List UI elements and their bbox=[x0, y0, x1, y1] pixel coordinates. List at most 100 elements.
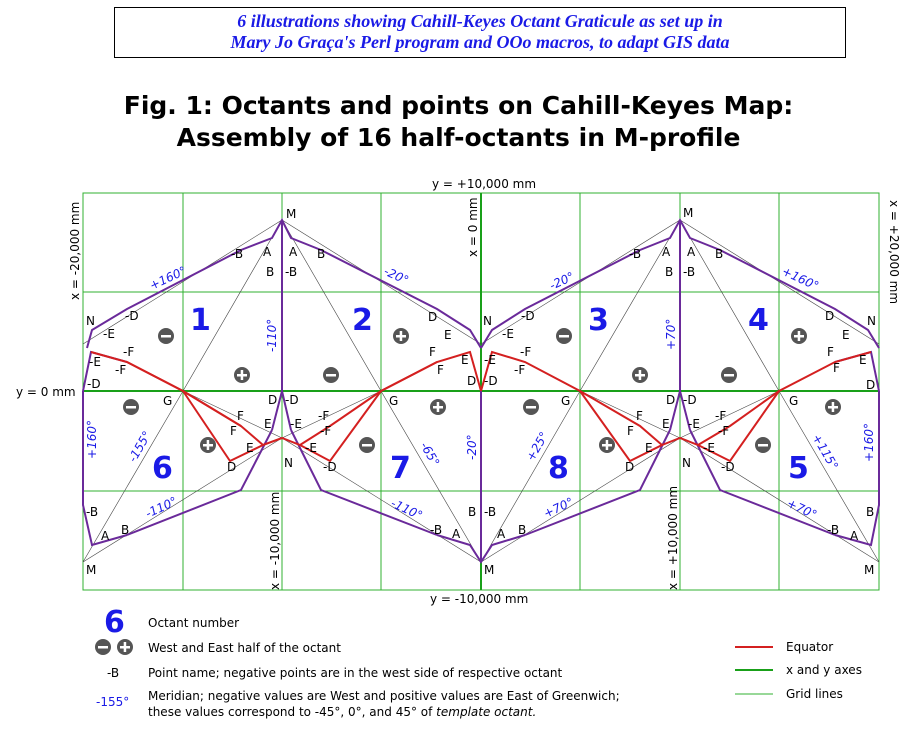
octant-number-7: 7 bbox=[390, 451, 411, 486]
west-half-icon bbox=[755, 437, 771, 453]
west-half-icon bbox=[158, 328, 174, 344]
meridian-label: +160° bbox=[85, 420, 99, 459]
point-label: -B bbox=[86, 505, 98, 519]
point-label: E bbox=[461, 353, 469, 367]
point-label: -D bbox=[683, 393, 697, 407]
point-label: -D bbox=[285, 393, 299, 407]
point-label: -D bbox=[484, 374, 498, 388]
axis-label-y-zero: y = 0 mm bbox=[16, 385, 76, 399]
meridian-label: +115° bbox=[809, 432, 841, 473]
point-label: A bbox=[687, 245, 696, 259]
point-label: M bbox=[286, 207, 296, 221]
point-labels: M M M M M N N N N N G G G G -B A A B B -… bbox=[86, 206, 876, 577]
point-label: -E bbox=[484, 353, 496, 367]
point-label: -F bbox=[514, 363, 525, 377]
axis-label-bottom: y = -10,000 mm bbox=[430, 592, 528, 606]
point-label: -B bbox=[629, 247, 641, 261]
point-label: B bbox=[715, 247, 723, 261]
point-label: E bbox=[662, 417, 670, 431]
point-label: -F bbox=[718, 424, 729, 438]
point-label: -B bbox=[430, 523, 442, 537]
east-half-icon bbox=[430, 399, 446, 415]
east-half-icon bbox=[825, 399, 841, 415]
point-label: -D bbox=[125, 309, 139, 323]
point-label: N bbox=[867, 314, 876, 328]
octant-number-1: 1 bbox=[190, 303, 211, 338]
point-label: -B bbox=[484, 505, 496, 519]
point-label: -E bbox=[89, 355, 101, 369]
point-label: B bbox=[665, 265, 673, 279]
point-label: -E bbox=[305, 441, 317, 455]
axis-label-top: y = +10,000 mm bbox=[432, 177, 536, 191]
axis-label-right: x = +20,000 mm bbox=[887, 200, 901, 304]
legend-axes-text: x and y axes bbox=[786, 663, 862, 677]
east-half-icon bbox=[632, 367, 648, 383]
point-label: D bbox=[866, 378, 875, 392]
west-half-icon bbox=[123, 399, 139, 415]
point-label: E bbox=[444, 328, 452, 342]
point-label: -E bbox=[688, 417, 700, 431]
point-label: G bbox=[561, 394, 570, 408]
point-label: F bbox=[437, 363, 444, 377]
point-label: -F bbox=[123, 345, 134, 359]
point-label: A bbox=[289, 245, 298, 259]
figure-title: Fig. 1: Octants and points on Cahill-Key… bbox=[0, 90, 917, 154]
legend-equator-text: Equator bbox=[786, 640, 833, 654]
point-label: B bbox=[317, 247, 325, 261]
banner-line-1: 6 illustrations showing Cahill-Keyes Oct… bbox=[237, 11, 723, 31]
axis-labels: y = +10,000 mm y = -10,000 mm y = 0 mm x… bbox=[16, 177, 901, 606]
point-label: E bbox=[264, 417, 272, 431]
octant-number-4: 4 bbox=[748, 303, 769, 338]
point-label: E bbox=[842, 328, 850, 342]
point-label: F bbox=[237, 409, 244, 423]
point-label: B bbox=[518, 523, 526, 537]
half-markers bbox=[123, 328, 841, 453]
east-half-icon bbox=[599, 437, 615, 453]
equator-lines bbox=[90, 350, 872, 463]
point-label: M bbox=[86, 563, 96, 577]
point-label: A bbox=[850, 529, 859, 543]
point-label: E bbox=[859, 353, 867, 367]
point-label: -D bbox=[721, 460, 735, 474]
point-label: D bbox=[467, 374, 476, 388]
point-label: -E bbox=[502, 327, 514, 341]
point-label: F bbox=[827, 345, 834, 359]
west-half-icon bbox=[359, 437, 375, 453]
point-label: -E bbox=[103, 327, 115, 341]
legend: 6 Octant number West and East half of th… bbox=[95, 605, 862, 719]
point-label: F bbox=[230, 424, 237, 438]
point-label: A bbox=[662, 245, 671, 259]
point-label: A bbox=[452, 527, 461, 541]
axis-label-lower-right: x = +10,000 mm bbox=[666, 486, 680, 590]
point-label: N bbox=[284, 456, 293, 470]
octant-number-3: 3 bbox=[588, 303, 609, 338]
point-label: F bbox=[833, 361, 840, 375]
point-label: -D bbox=[521, 309, 535, 323]
header-banner: 6 illustrations showing Cahill-Keyes Oct… bbox=[114, 7, 846, 58]
point-label: M bbox=[683, 206, 693, 220]
meridian-label: +160° bbox=[780, 264, 821, 293]
point-label: E bbox=[246, 441, 254, 455]
point-label: -D bbox=[87, 377, 101, 391]
east-half-icon bbox=[791, 328, 807, 344]
figure-title-line-1: Fig. 1: Octants and points on Cahill-Key… bbox=[123, 91, 794, 120]
east-half-icon bbox=[234, 367, 250, 383]
point-label: D bbox=[825, 309, 834, 323]
west-half-icon bbox=[523, 399, 539, 415]
meridian-label: -20° bbox=[465, 434, 479, 460]
construction-lines bbox=[82, 219, 880, 563]
axis-label-lower-left: x = -10,000 mm bbox=[268, 492, 282, 590]
point-label: M bbox=[864, 563, 874, 577]
banner-line-2: Mary Jo Graça's Perl program and OOo mac… bbox=[230, 32, 730, 52]
point-label: N bbox=[682, 456, 691, 470]
point-label: -F bbox=[115, 363, 126, 377]
point-label: N bbox=[86, 314, 95, 328]
point-label: F bbox=[627, 424, 634, 438]
point-label: -F bbox=[320, 424, 331, 438]
point-label: -B bbox=[285, 265, 297, 279]
octant-number-5: 5 bbox=[788, 451, 809, 486]
meridian-label: -110° bbox=[265, 319, 279, 352]
point-label: -F bbox=[520, 345, 531, 359]
octant-numbers: 1 2 3 4 5 6 7 8 bbox=[152, 303, 809, 486]
point-label: B bbox=[266, 265, 274, 279]
